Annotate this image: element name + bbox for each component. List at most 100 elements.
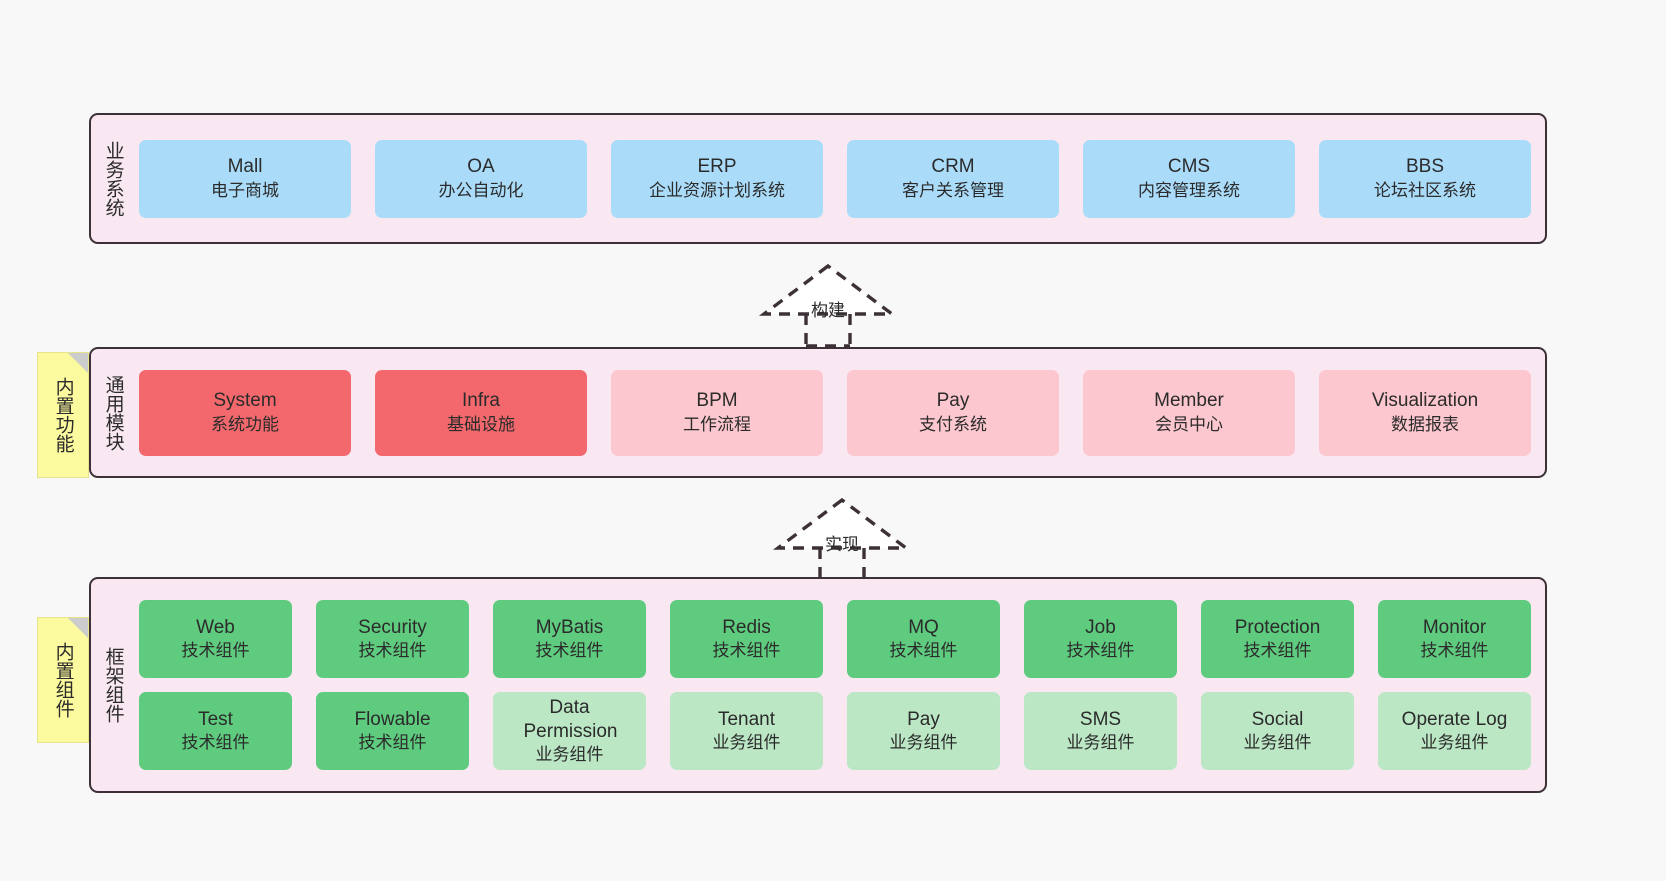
page-fold-icon: [68, 353, 88, 373]
module-erp[interactable]: ERP 企业资源计划系统: [611, 139, 823, 218]
component-name: Data Permission: [523, 696, 618, 743]
module-name: Visualization: [1371, 390, 1479, 412]
module-subtitle: 数据报表: [1391, 414, 1459, 434]
component-data-permission[interactable]: Data Permission 业务组件: [493, 692, 646, 770]
component-subtitle: 技术组件: [1243, 641, 1312, 661]
connector-build: 构建: [758, 262, 898, 348]
component-subtitle: 技术组件: [1066, 641, 1135, 661]
component-subtitle: 业务组件: [535, 745, 604, 765]
component-tenant[interactable]: Tenant 业务组件: [670, 692, 823, 770]
layer-title-business-system: 业务系统: [102, 140, 124, 217]
component-name: Operate Log: [1401, 708, 1508, 730]
layer-common-module: 通用模块 System 系统功能 Infra 基础设施 BPM 工作流程 Pay…: [89, 347, 1547, 478]
component-name: Monitor: [1422, 616, 1487, 638]
module-visualization[interactable]: Visualization 数据报表: [1319, 369, 1531, 456]
module-oa[interactable]: OA 办公自动化: [375, 139, 587, 218]
component-redis[interactable]: Redis 技术组件: [670, 600, 823, 678]
module-bpm[interactable]: BPM 工作流程: [611, 369, 823, 456]
module-bbs[interactable]: BBS 论坛社区系统: [1319, 139, 1531, 218]
note-builtin-function: 内置功能: [37, 352, 89, 478]
component-name: Redis: [722, 616, 771, 638]
module-name: Mall: [227, 156, 263, 178]
module-subtitle: 电子商城: [211, 180, 279, 200]
module-subtitle: 会员中心: [1155, 414, 1223, 434]
component-subtitle: 业务组件: [889, 733, 958, 753]
module-name: CMS: [1167, 156, 1211, 178]
layer-framework-component: 框架组件 Web 技术组件 Security 技术组件 MyBatis 技术组件…: [89, 577, 1547, 793]
component-name: Protection: [1234, 616, 1321, 638]
module-subtitle: 系统功能: [211, 414, 279, 434]
generalization-arrowhead-icon: [758, 263, 898, 316]
module-infra[interactable]: Infra 基础设施: [375, 369, 587, 456]
module-row: System 系统功能 Infra 基础设施 BPM 工作流程 Pay 支付系统…: [139, 369, 1531, 456]
module-pay[interactable]: Pay 支付系统: [847, 369, 1059, 456]
module-subtitle: 支付系统: [919, 414, 987, 434]
module-row: Mall 电子商城 OA 办公自动化 ERP 企业资源计划系统 CRM 客户关系…: [139, 139, 1531, 218]
module-name: CRM: [931, 156, 975, 178]
module-mall[interactable]: Mall 电子商城: [139, 139, 351, 218]
component-name: Flowable: [354, 708, 431, 730]
component-flowable[interactable]: Flowable 技术组件: [316, 692, 469, 770]
module-subtitle: 办公自动化: [438, 180, 524, 200]
component-subtitle: 技术组件: [889, 641, 958, 661]
component-security[interactable]: Security 技术组件: [316, 600, 469, 678]
component-subtitle: 业务组件: [1243, 733, 1312, 753]
component-name: MQ: [908, 616, 939, 638]
module-crm[interactable]: CRM 客户关系管理: [847, 139, 1059, 218]
component-name: MyBatis: [535, 616, 604, 638]
component-name: Social: [1251, 708, 1304, 730]
component-name: Job: [1085, 616, 1116, 638]
component-subtitle: 业务组件: [1066, 733, 1135, 753]
component-name: Test: [198, 708, 233, 730]
component-operate-log[interactable]: Operate Log 业务组件: [1378, 692, 1531, 770]
component-mybatis[interactable]: MyBatis 技术组件: [493, 600, 646, 678]
component-monitor[interactable]: Monitor 技术组件: [1378, 600, 1531, 678]
component-web[interactable]: Web 技术组件: [139, 600, 292, 678]
note-builtin-component: 内置组件: [37, 617, 89, 743]
component-subtitle: 技术组件: [181, 733, 250, 753]
component-name: Security: [358, 616, 427, 638]
component-subtitle: 业务组件: [1420, 733, 1489, 753]
module-name: ERP: [697, 156, 737, 178]
module-cms[interactable]: CMS 内容管理系统: [1083, 139, 1295, 218]
module-name: System: [213, 390, 277, 412]
note-label: 内置功能: [52, 377, 74, 453]
module-subtitle: 基础设施: [447, 414, 515, 434]
module-name: Infra: [461, 390, 501, 412]
component-social[interactable]: Social 业务组件: [1201, 692, 1354, 770]
module-row-tech: Web 技术组件 Security 技术组件 MyBatis 技术组件 Redi…: [139, 600, 1531, 678]
connector-implement: 实现: [772, 496, 912, 582]
layer-title-framework-component: 框架组件: [102, 647, 124, 723]
module-subtitle: 企业资源计划系统: [649, 180, 785, 200]
component-mq[interactable]: MQ 技术组件: [847, 600, 1000, 678]
connector-build-label: 构建: [811, 301, 845, 320]
module-subtitle: 工作流程: [683, 414, 751, 434]
component-subtitle: 技术组件: [181, 641, 250, 661]
module-subtitle: 客户关系管理: [902, 180, 1004, 200]
module-name: OA: [467, 156, 495, 178]
layer-business-system: 业务系统 Mall 电子商城 OA 办公自动化 ERP 企业资源计划系统 CRM…: [89, 113, 1547, 244]
page-fold-icon: [68, 618, 88, 638]
layer-title-common-module: 通用模块: [102, 374, 124, 451]
module-subtitle: 论坛社区系统: [1374, 180, 1476, 200]
note-label: 内置组件: [52, 642, 74, 718]
component-protection[interactable]: Protection 技术组件: [1201, 600, 1354, 678]
component-name: Tenant: [717, 708, 776, 730]
component-sms[interactable]: SMS 业务组件: [1024, 692, 1177, 770]
component-test[interactable]: Test 技术组件: [139, 692, 292, 770]
module-row-business: Test 技术组件 Flowable 技术组件 Data Permission …: [139, 692, 1531, 770]
component-pay[interactable]: Pay 业务组件: [847, 692, 1000, 770]
module-name: BBS: [1405, 156, 1445, 178]
module-system[interactable]: System 系统功能: [139, 369, 351, 456]
component-name: SMS: [1079, 708, 1122, 730]
component-subtitle: 技术组件: [1420, 641, 1489, 661]
component-subtitle: 业务组件: [712, 733, 781, 753]
module-member[interactable]: Member 会员中心: [1083, 369, 1295, 456]
module-name: Member: [1154, 390, 1224, 412]
module-subtitle: 内容管理系统: [1138, 180, 1240, 200]
module-name: BPM: [696, 390, 738, 412]
generalization-arrowhead-icon: [772, 497, 912, 550]
component-name: Pay: [907, 708, 940, 730]
component-job[interactable]: Job 技术组件: [1024, 600, 1177, 678]
